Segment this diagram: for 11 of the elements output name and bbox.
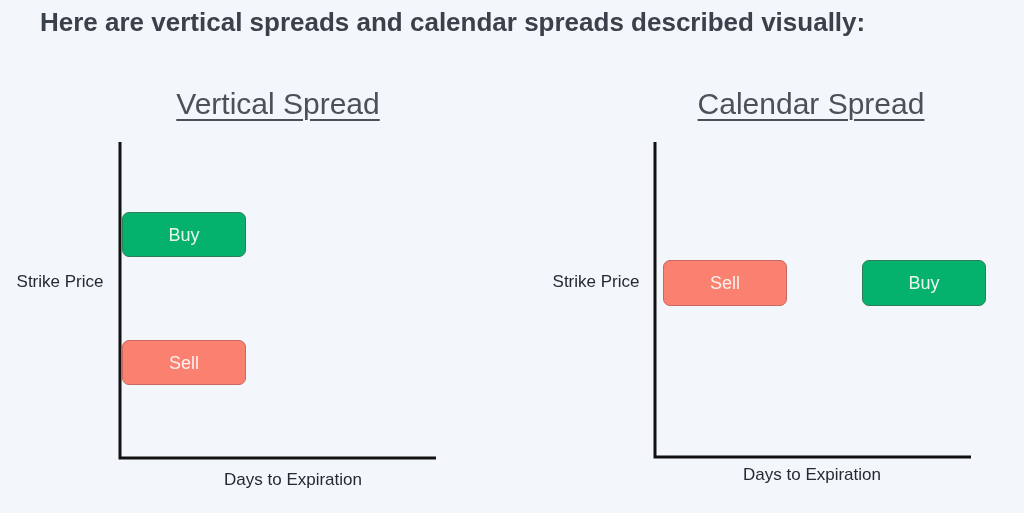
sell-order-box: Sell [663,260,787,306]
buy-order-box: Buy [122,212,246,257]
axis-label: Strike Price [552,271,640,293]
title: Here are vertical spreads and calendar spreads described visually: [40,6,866,38]
axis-label: Days to Expiration [743,464,881,486]
axis-label: Days to Expiration [224,469,362,491]
panel-heading: Vertical Spread [176,86,380,122]
sell-order-box: Sell [122,340,246,385]
axis-label: Strike Price [16,271,104,293]
panel-heading: Calendar Spread [697,86,925,122]
buy-order-box: Buy [862,260,986,306]
